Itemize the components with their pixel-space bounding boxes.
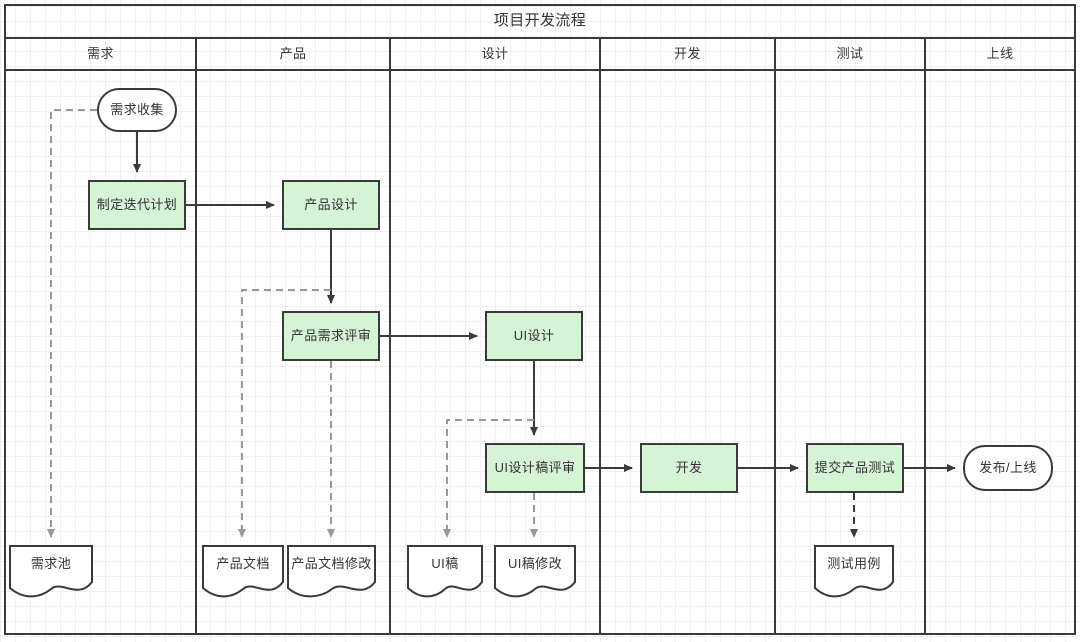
lane-header-requirement: 需求 bbox=[87, 45, 114, 61]
edge-ui-review-to-ui-draft bbox=[443, 419, 534, 538]
node-product-document[interactable]: 产品文档 bbox=[216, 555, 270, 571]
node-product-design[interactable]: 产品设计 bbox=[282, 180, 380, 230]
diagram-title: 项目开发流程 bbox=[493, 12, 587, 30]
node-requirement-collection[interactable]: 需求收集 bbox=[97, 88, 177, 132]
node-release-launch[interactable]: 发布/上线 bbox=[963, 445, 1053, 491]
node-iteration-plan[interactable]: 制定迭代计划 bbox=[88, 180, 186, 230]
edge-collect-to-pool bbox=[47, 109, 97, 538]
node-development[interactable]: 开发 bbox=[640, 443, 738, 493]
document-shapes bbox=[9, 545, 894, 598]
lane-header-test: 测试 bbox=[836, 45, 864, 61]
lane-dividers bbox=[195, 38, 926, 634]
lane-header-design: 设计 bbox=[481, 45, 509, 61]
lane-header-develop: 开发 bbox=[674, 45, 701, 61]
node-ui-draft-revision[interactable]: UI稿修改 bbox=[507, 555, 562, 571]
node-test-case[interactable]: 测试用例 bbox=[827, 555, 881, 571]
diagram-frame bbox=[4, 4, 1076, 635]
node-ui-design[interactable]: UI设计 bbox=[485, 311, 583, 361]
node-product-document-revision[interactable]: 产品文档修改 bbox=[291, 555, 372, 571]
edge-review-to-product-doc bbox=[238, 289, 331, 538]
node-submit-product-test[interactable]: 提交产品测试 bbox=[806, 443, 904, 493]
node-ui-draft[interactable]: UI稿 bbox=[431, 555, 459, 571]
node-product-requirement-review[interactable]: 产品需求评审 bbox=[282, 311, 380, 361]
node-ui-design-review[interactable]: UI设计稿评审 bbox=[485, 443, 585, 493]
lane-header-launch: 上线 bbox=[986, 45, 1014, 61]
node-requirement-pool[interactable]: 需求池 bbox=[30, 555, 72, 571]
lane-header-product: 产品 bbox=[279, 45, 307, 61]
